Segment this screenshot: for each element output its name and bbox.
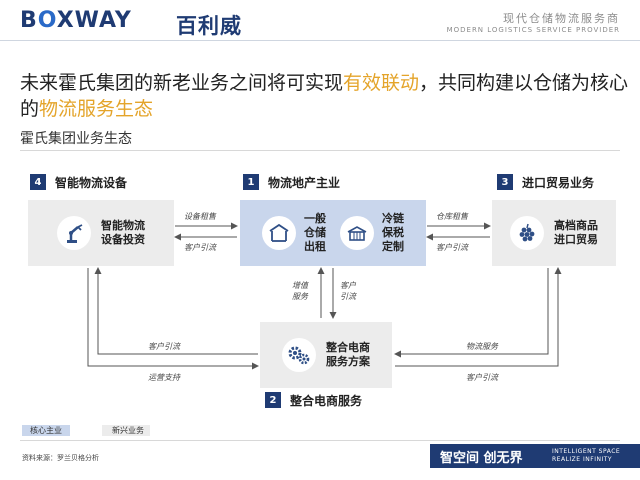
box-line: 定制: [382, 240, 404, 253]
brand-logo: BOXWAY: [20, 8, 132, 33]
box-line: 一般: [304, 212, 326, 225]
page-subtitle: 霍氏集团业务生态: [20, 131, 132, 147]
section-label: 智能物流设备: [55, 175, 128, 190]
arrow-ec-to-equip: [94, 267, 258, 355]
section-label: 物流地产主业: [268, 175, 341, 190]
tagline-chinese: 现代仓储物流服务商: [503, 12, 620, 25]
box-smart-equipment: 智能物流 设备投资: [28, 200, 174, 266]
flow-label-operations-support: 运营支持: [148, 373, 180, 382]
box-import-trade: 高档商品 进口贸易: [492, 200, 616, 266]
flow-label-customer-referral: 客户引流: [184, 243, 216, 252]
section-number: 3: [497, 174, 513, 190]
footer-slogan-en: INTELLIGENT SPACE REALIZE INFINITY: [552, 448, 620, 464]
arrow-trade-to-ec: [394, 268, 549, 358]
box-text: 冷链 保税 定制: [382, 212, 404, 254]
legend-swatch-core: [22, 425, 70, 436]
section-import-trade: 3 进口贸易业务: [497, 172, 594, 192]
flow-line: 增值: [292, 281, 308, 290]
flow-line: 服务: [292, 292, 308, 301]
section-label: 进口贸易业务: [522, 175, 595, 190]
section-number: 4: [30, 174, 46, 190]
legend-label-new: 新兴业务: [112, 426, 144, 435]
source-note: 资料来源：罗兰贝格分析: [22, 454, 99, 462]
box-line: 保税: [382, 226, 404, 239]
arrow-equip-to-ec: [87, 268, 259, 370]
box-line: 仓储: [304, 226, 326, 239]
flow-label-customer-referral: 客户引流: [436, 243, 468, 252]
headline-part2: ，共同构建以仓储为核心的: [20, 72, 629, 120]
section-number: 1: [243, 174, 259, 190]
flow-label-logistics-service: 物流服务: [466, 342, 498, 351]
section-number: 2: [265, 392, 281, 408]
box-text: 一般 仓储 出租: [304, 212, 326, 254]
box-line: 高档商品: [554, 219, 598, 232]
section-smart-equipment: 4 智能物流设备: [30, 172, 127, 192]
box-text: 整合电商 服务方案: [326, 341, 370, 369]
footer-divider: [20, 440, 620, 441]
flow-label-equipment-lease: 设备租售: [184, 212, 216, 221]
box-line: 进口贸易: [554, 233, 598, 246]
flow-line: 客户: [340, 281, 356, 290]
flow-line: 引流: [340, 292, 356, 301]
box-line: 整合电商: [326, 341, 370, 354]
flow-label-customer-referral: 客户引流: [466, 373, 498, 382]
flow-label-warehouse-lease: 仓库租售: [436, 212, 468, 221]
box-line: 智能物流: [101, 219, 145, 232]
footer-slogan-cn: 智空间 创无界: [440, 451, 523, 466]
robot-arm-icon: [57, 216, 91, 250]
box-ecommerce: 整合电商 服务方案: [260, 322, 392, 388]
warehouse-icon: [262, 216, 296, 250]
tagline-english: MODERN LOGISTICS SERVICE PROVIDER: [446, 26, 620, 34]
flow-label-customer-referral: 客户 引流: [340, 280, 356, 302]
box-line: 服务方案: [326, 355, 370, 368]
flow-label-value-added-service: 增值 服务: [292, 280, 308, 302]
flow-label-customer-referral: 客户引流: [148, 342, 180, 351]
footer-en-line: INTELLIGENT SPACE: [552, 448, 621, 455]
headline-part1: 未来霍氏集团的新老业务之间将可实现: [20, 72, 344, 94]
headline-highlight1: 有效联动: [343, 72, 420, 94]
section-ecommerce: 2 整合电商服务: [265, 390, 362, 410]
subtitle-divider: [20, 150, 620, 151]
box-text: 高档商品 进口贸易: [554, 219, 598, 247]
headline-highlight2: 物流服务生态: [39, 98, 154, 120]
header-divider: [0, 40, 640, 41]
footer-band: [430, 444, 640, 468]
gears-icon: [282, 338, 316, 372]
box-line: 冷链: [382, 212, 404, 225]
arrow-ec-to-trade: [395, 267, 562, 367]
logo-letter-o: O: [37, 8, 57, 33]
section-label: 整合电商服务: [290, 393, 363, 408]
section-real-estate: 1 物流地产主业: [243, 172, 340, 192]
box-line: 出租: [304, 240, 326, 253]
box-line: 设备投资: [101, 233, 145, 246]
logo-letter-rest: XWAY: [56, 8, 132, 33]
box-real-estate: 一般 仓储 出租 冷链 保税 定制: [240, 200, 426, 266]
logo-chinese: 百利威: [176, 14, 242, 38]
cold-storage-icon: [340, 216, 374, 250]
legend-swatch-new: [102, 425, 150, 436]
box-text: 智能物流 设备投资: [101, 219, 145, 247]
grapes-icon: [510, 216, 544, 250]
footer-en-line: REALIZE INFINITY: [552, 456, 613, 463]
legend-label-core: 核心主业: [30, 426, 62, 435]
logo-letter-b: B: [20, 8, 38, 33]
page-headline: 未来霍氏集团的新老业务之间将可实现有效联动，共同构建以仓储为核心的物流服务生态: [20, 70, 630, 122]
